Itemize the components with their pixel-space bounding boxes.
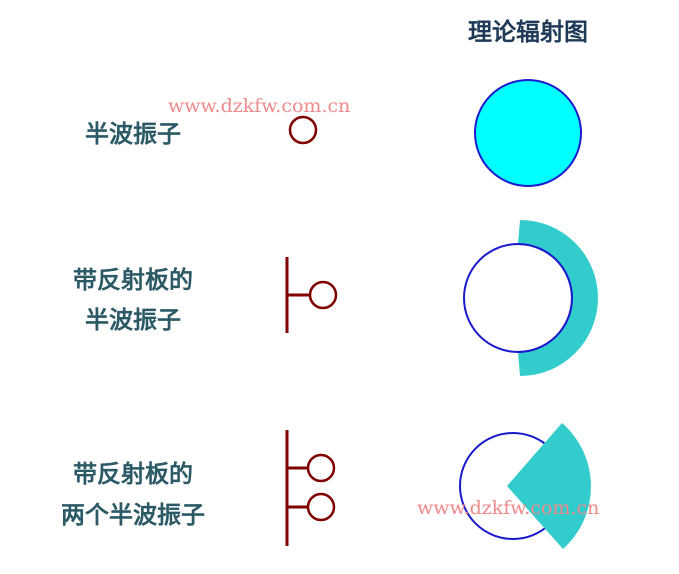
watermark-top: www.dzkfw.com.cn bbox=[168, 95, 350, 117]
watermark-bottom: www.dzkfw.com.cn bbox=[417, 497, 599, 519]
row2-label-line2: 半波振子 bbox=[85, 306, 181, 334]
row3-dipole-element-top bbox=[306, 453, 336, 483]
row2-label-line1: 带反射板的 bbox=[73, 266, 193, 294]
row2-reference-arc-overlay bbox=[517, 243, 573, 353]
row1-dipole-symbol bbox=[288, 115, 318, 145]
row3-directional-pattern bbox=[459, 423, 591, 549]
row3-label-line1: 带反射板的 bbox=[73, 460, 193, 488]
row2-dipole-element bbox=[308, 280, 338, 310]
row3-forward-lobe bbox=[507, 423, 591, 549]
row2-forward-lobe bbox=[518, 220, 598, 376]
row1-label-line1: 半波振子 bbox=[85, 120, 181, 148]
row3-label-line2: 两个半波振子 bbox=[61, 501, 205, 529]
row1-omnidirectional-pattern bbox=[474, 79, 582, 187]
row2-directional-pattern bbox=[463, 220, 598, 376]
pattern-column-title: 理论辐射图 bbox=[468, 18, 588, 46]
row3-reflector-dipole-array-symbol bbox=[285, 430, 336, 546]
row2-reflector-dipole-symbol bbox=[285, 257, 338, 333]
row3-dipole-element-bottom bbox=[306, 492, 336, 522]
